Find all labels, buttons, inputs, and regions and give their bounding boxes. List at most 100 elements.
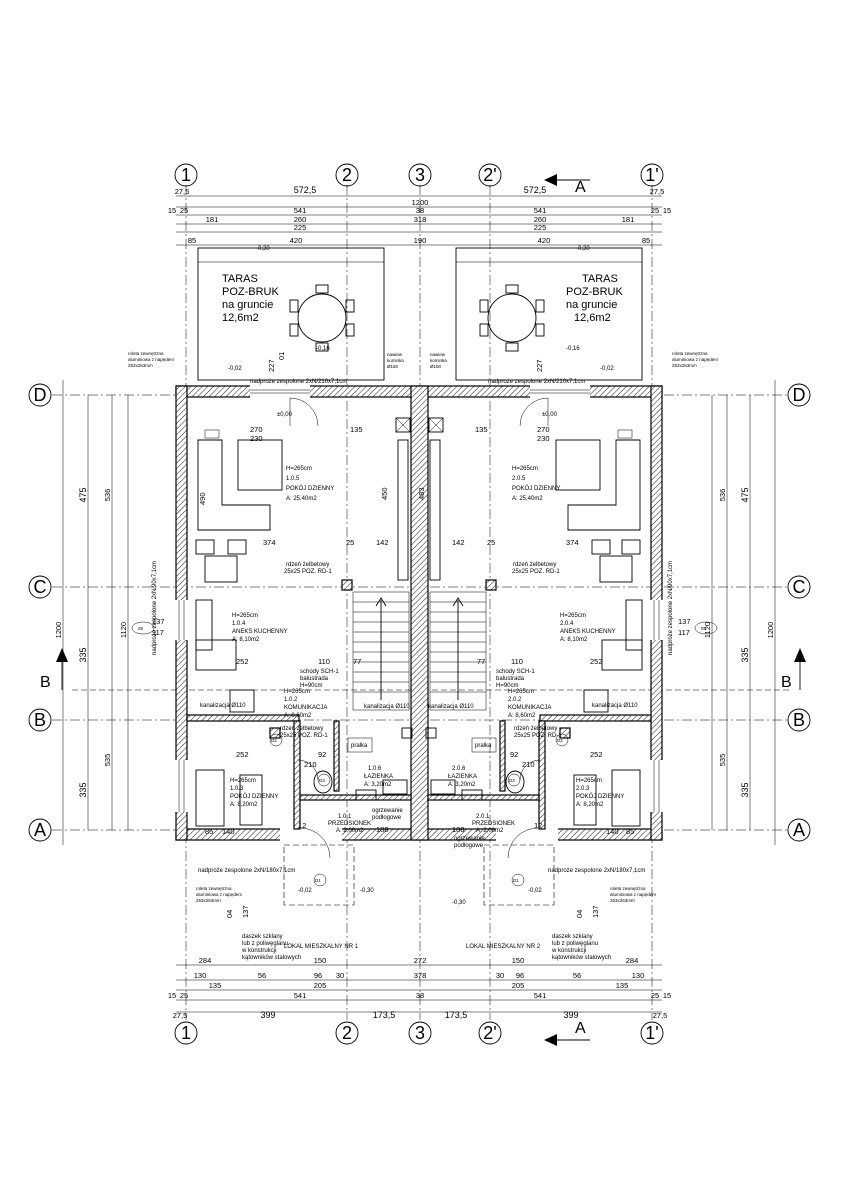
svg-text:1.0.4: 1.0.4 [232, 621, 246, 627]
svg-text:252: 252 [590, 750, 603, 759]
axis-bubbles-top: 1 2 3 2' 1' [174, 163, 664, 187]
svg-text:POKÓJ DZIENNY: POKÓJ DZIENNY [230, 793, 278, 800]
svg-text:536: 536 [718, 489, 727, 502]
svg-text:27,5: 27,5 [175, 187, 190, 196]
section-marker-b-right: B [781, 648, 806, 691]
room-label-1-0-4: H=265cm 1.0.4 ANEKS KUCHENNY A: 8,10m2 [232, 613, 288, 643]
svg-text:25: 25 [180, 991, 188, 1000]
svg-text:230: 230 [250, 434, 263, 443]
svg-text:Ø150: Ø150 [430, 364, 442, 369]
svg-text:130: 130 [194, 971, 207, 980]
svg-text:aluminiowa z napędem: aluminiowa z napędem [196, 892, 242, 897]
room-label-2-0-6: 2.0.6 ŁAZIENKA A: 3,20m2 [448, 766, 477, 788]
svg-text:1.0.1: 1.0.1 [338, 814, 352, 820]
svg-text:210: 210 [522, 760, 535, 769]
svg-text:daszek szklany: daszek szklany [552, 934, 593, 940]
svg-text:253x263mm: 253x263mm [196, 898, 221, 903]
svg-text:ogrzewanie: ogrzewanie [454, 836, 485, 842]
svg-text:27,5: 27,5 [653, 1011, 668, 1020]
svg-text:270: 270 [250, 425, 263, 434]
svg-text:12: 12 [298, 821, 306, 830]
svg-text:2.0.5: 2.0.5 [512, 476, 526, 482]
terrace-left: TARAS POZ-BRUK na gruncie 12,6m2 [197, 247, 385, 381]
svg-text:137: 137 [241, 905, 250, 918]
svg-text:572,5: 572,5 [294, 185, 317, 195]
svg-text:H=265cm: H=265cm [230, 778, 256, 784]
exterior-walls [175, 385, 663, 841]
svg-text:137: 137 [591, 905, 600, 918]
svg-text:A: 8,60m2: A: 8,60m2 [508, 713, 536, 719]
svg-text:kanalizacja Ø110: kanalizacja Ø110 [364, 704, 410, 710]
svg-text:nadproże zespolone 2xN/210x7,1: nadproże zespolone 2xN/210x7,1cm [250, 379, 347, 385]
svg-text:541: 541 [294, 991, 307, 1000]
svg-text:H=265cm: H=265cm [560, 613, 586, 619]
svg-text:1120: 1120 [119, 622, 128, 638]
svg-text:A: 25,40m2: A: 25,40m2 [286, 496, 317, 502]
svg-text:05: 05 [138, 626, 144, 631]
axis-label: 2 [342, 1023, 352, 1043]
svg-text:420: 420 [290, 236, 303, 245]
axis-label: 1 [181, 1023, 191, 1043]
svg-text:-0,30: -0,30 [256, 246, 270, 252]
svg-text:253x263mm: 253x263mm [128, 363, 153, 368]
svg-text:aluminiowa z napędem: aluminiowa z napędem [672, 357, 718, 362]
axis-label: C [793, 577, 806, 597]
svg-text:-0,30: -0,30 [576, 246, 590, 252]
dining-table-icon [479, 284, 545, 352]
svg-text:284: 284 [626, 956, 639, 965]
svg-text:balustrada: balustrada [300, 676, 329, 682]
section-marker-a-top: A [544, 174, 590, 196]
axis-label: 1' [645, 165, 658, 185]
svg-text:140: 140 [606, 827, 619, 836]
axis-label: 1' [645, 1023, 658, 1043]
svg-text:nadproże zespolone 2xN/180x7,1: nadproże zespolone 2xN/180x7,1cm [198, 868, 295, 874]
svg-text:284: 284 [199, 956, 212, 965]
axis-bubbles-bottom: 1 2 3 2' 1' [174, 1021, 664, 1045]
svg-text:77: 77 [353, 657, 361, 666]
svg-text:85: 85 [642, 236, 650, 245]
svg-text:142: 142 [452, 538, 465, 547]
dimension-lines-bottom: 284 150 272 150 284 130 56 96 30 378 30 … [168, 956, 671, 1020]
dimension-lines-left: 1200 475 335 335 536 535 1120 [54, 380, 129, 845]
svg-text:110: 110 [318, 657, 330, 666]
svg-text:541: 541 [534, 206, 547, 215]
room-label-1-0-5: H=265cm 1.0.5 POKÓJ DZIENNY A: 25,40m2 [286, 466, 334, 502]
svg-text:01: 01 [277, 352, 286, 360]
svg-text:450: 450 [380, 487, 389, 500]
svg-text:110: 110 [511, 657, 523, 666]
svg-text:rdzeń żelbetowy: rdzeń żelbetowy [286, 562, 329, 568]
axis-label: 2' [483, 165, 496, 185]
svg-text:KOMUNIKACJA: KOMUNIKACJA [284, 705, 327, 711]
svg-text:27,5: 27,5 [173, 1011, 188, 1020]
svg-text:-0,02: -0,02 [228, 366, 242, 372]
svg-text:1.0.3: 1.0.3 [230, 786, 244, 792]
svg-text:LOKAL MIESZKALNY NR 1: LOKAL MIESZKALNY NR 1 [284, 944, 359, 950]
svg-text:150: 150 [512, 956, 525, 965]
svg-text:252: 252 [236, 657, 249, 666]
svg-text:A: 2,00m2: A: 2,00m2 [476, 828, 504, 834]
svg-text:420: 420 [538, 236, 551, 245]
svg-text:POKÓJ DZIENNY: POKÓJ DZIENNY [512, 485, 560, 492]
living-room-furniture-left [195, 429, 283, 713]
svg-text:H=265cm: H=265cm [508, 689, 534, 695]
svg-text:kątowników stalowych: kątowników stalowych [552, 955, 611, 961]
svg-text:210: 210 [304, 760, 317, 769]
axis-label: 1 [181, 165, 191, 185]
svg-text:335: 335 [78, 647, 88, 662]
svg-text:1.0.6: 1.0.6 [368, 766, 382, 772]
svg-text:lub z poliwęglanu: lub z poliwęglanu [242, 941, 288, 947]
svg-text:483: 483 [417, 487, 426, 500]
svg-text:137: 137 [152, 617, 165, 626]
inner-dimensions: 270 230 135 135 270 230 374 25 142 142 2… [198, 412, 634, 836]
svg-text:205: 205 [314, 981, 327, 990]
svg-text:173,5: 173,5 [373, 1010, 396, 1020]
svg-text:A: 3,20m2: A: 3,20m2 [448, 782, 476, 788]
axis-label: 3 [415, 1023, 425, 1043]
svg-text:aluminiowa z napędem: aluminiowa z napędem [128, 357, 174, 362]
svg-text:pralka: pralka [351, 743, 368, 749]
svg-text:-0,16: -0,16 [316, 346, 330, 352]
svg-text:270: 270 [537, 425, 550, 434]
svg-text:PRZEDSIONEK: PRZEDSIONEK [328, 821, 371, 827]
svg-text:25x25 POZ. RD-1: 25x25 POZ. RD-1 [284, 569, 332, 575]
